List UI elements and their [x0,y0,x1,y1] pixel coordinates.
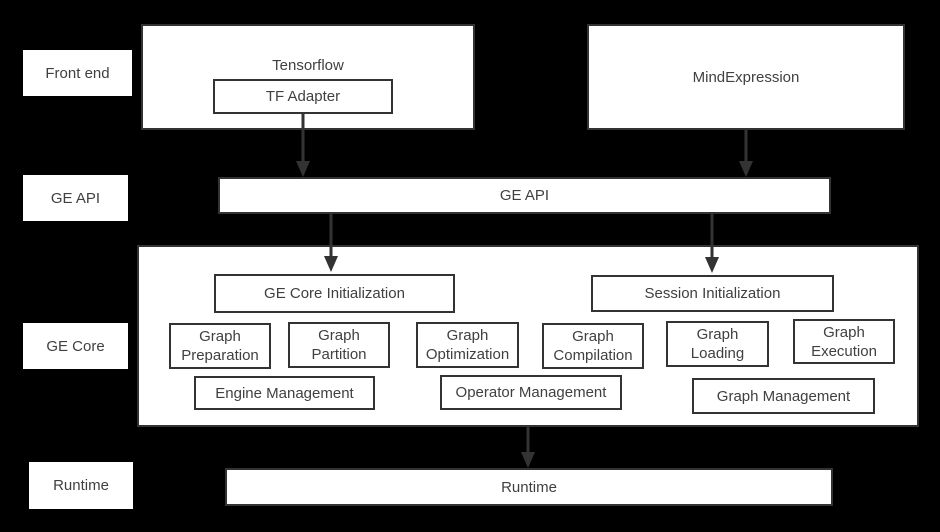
ge-core-box: GE Core Initialization Session Initializ… [137,245,919,427]
rail-label-runtime: Runtime [29,462,133,509]
node-session-initialization: Session Initialization [591,275,834,312]
node-engine-management: Engine Management [194,376,375,410]
tensorflow-box: Tensorflow TF Adapter [141,24,475,130]
tensorflow-label: Tensorflow [272,57,344,74]
mind-expression-box: MindExpression [587,24,905,130]
rail-label-ge-api: GE API [23,175,128,221]
arrow-mind-expression-to-ge-api-icon [739,130,753,177]
tf-adapter-box: TF Adapter [213,79,393,114]
node-graph-loading: Graph Loading [666,321,769,367]
node-graph-management: Graph Management [692,378,875,414]
rail-label-front-end: Front end [23,50,132,96]
node-graph-compilation: Graph Compilation [542,323,644,369]
node-graph-optimization: Graph Optimization [416,322,519,368]
rail-label-ge-core: GE Core [23,323,128,369]
node-operator-management: Operator Management [440,375,622,410]
arrow-ge-core-to-runtime-icon [521,427,535,468]
ge-api-bar: GE API [218,177,831,214]
arrow-ge-api-to-core-initialization-icon [324,214,338,272]
arrow-ge-api-to-session-initialization-icon [705,214,719,273]
node-graph-preparation: Graph Preparation [169,323,271,369]
node-graph-partition: Graph Partition [288,322,390,368]
node-graph-execution: Graph Execution [793,319,895,364]
runtime-bar: Runtime [225,468,833,506]
node-ge-core-initialization: GE Core Initialization [214,274,455,313]
arrow-tf-adapter-to-ge-api-icon [296,114,310,177]
